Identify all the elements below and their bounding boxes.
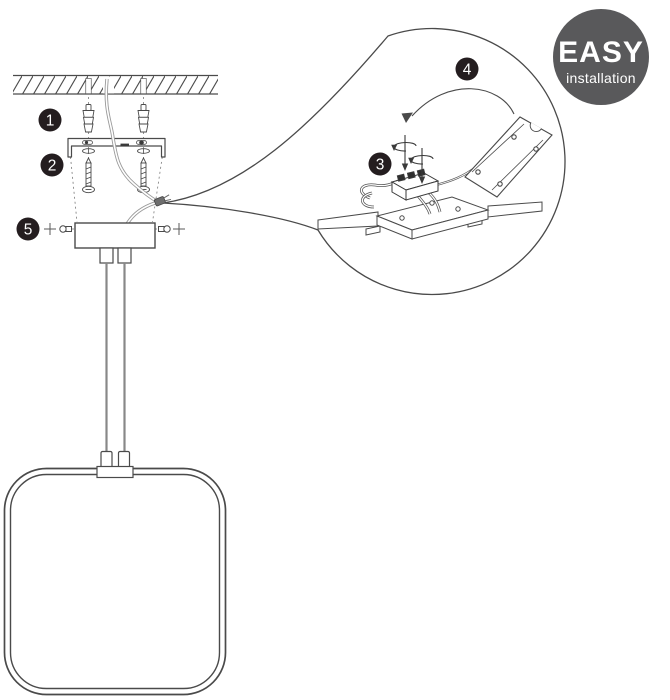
twist-symbol-right-icon (408, 148, 434, 184)
cord-grip-left (99, 247, 114, 264)
rotate-arrow-icon (401, 88, 515, 123)
mounting-screw-left-icon (82, 156, 95, 194)
step-number: 1 (46, 113, 55, 130)
mounting-bracket (67, 137, 166, 158)
step-number: 4 (463, 62, 472, 79)
ceiling-hatch (13, 74, 218, 95)
step-badge-5: 5 (16, 217, 40, 241)
step-badge-1: 1 (38, 108, 62, 132)
bracket-rails-detail (317, 201, 543, 230)
wall-plug-left-icon (82, 104, 95, 133)
cord-grip-right (117, 247, 132, 264)
bracket-center-notch (120, 143, 129, 147)
easy-badge-subtitle: installation (566, 70, 636, 86)
step-number: 3 (376, 157, 385, 174)
step-badge-4: 4 (455, 57, 479, 81)
ceiling-wires (104, 78, 172, 225)
plate-foot-left (365, 225, 381, 236)
pendant-lamp-frame (3, 450, 227, 696)
mounting-plate-detail (365, 196, 490, 240)
step-number: 2 (48, 158, 57, 175)
lamp-top-connector (96, 465, 134, 479)
wall-plug-right-icon (137, 104, 150, 133)
wire-end-connector (153, 194, 172, 207)
step-number: 5 (24, 222, 33, 239)
terminal-block-detail (390, 168, 440, 201)
easy-badge-title: EASY (558, 36, 644, 69)
step-badge-3: 3 (368, 152, 392, 176)
drill-hole-right (140, 78, 147, 95)
step-badge-2: 2 (40, 153, 64, 177)
canopy (74, 222, 156, 264)
twist-symbol-left-icon (391, 135, 417, 171)
cover-bracket-detail (464, 116, 553, 198)
cord-ferrule-right (117, 450, 131, 469)
detail-callout-balloon (162, 27, 566, 296)
canopy-screw-right-icon (158, 223, 185, 235)
suspension-cords (105, 263, 126, 452)
easy-installation-badge: EASY installation (553, 9, 649, 105)
drill-hole-left (85, 78, 92, 95)
canopy-screw-left-icon (44, 223, 72, 235)
ceiling-wire-hole (103, 76, 114, 94)
cord-ferrule-left (100, 450, 113, 469)
